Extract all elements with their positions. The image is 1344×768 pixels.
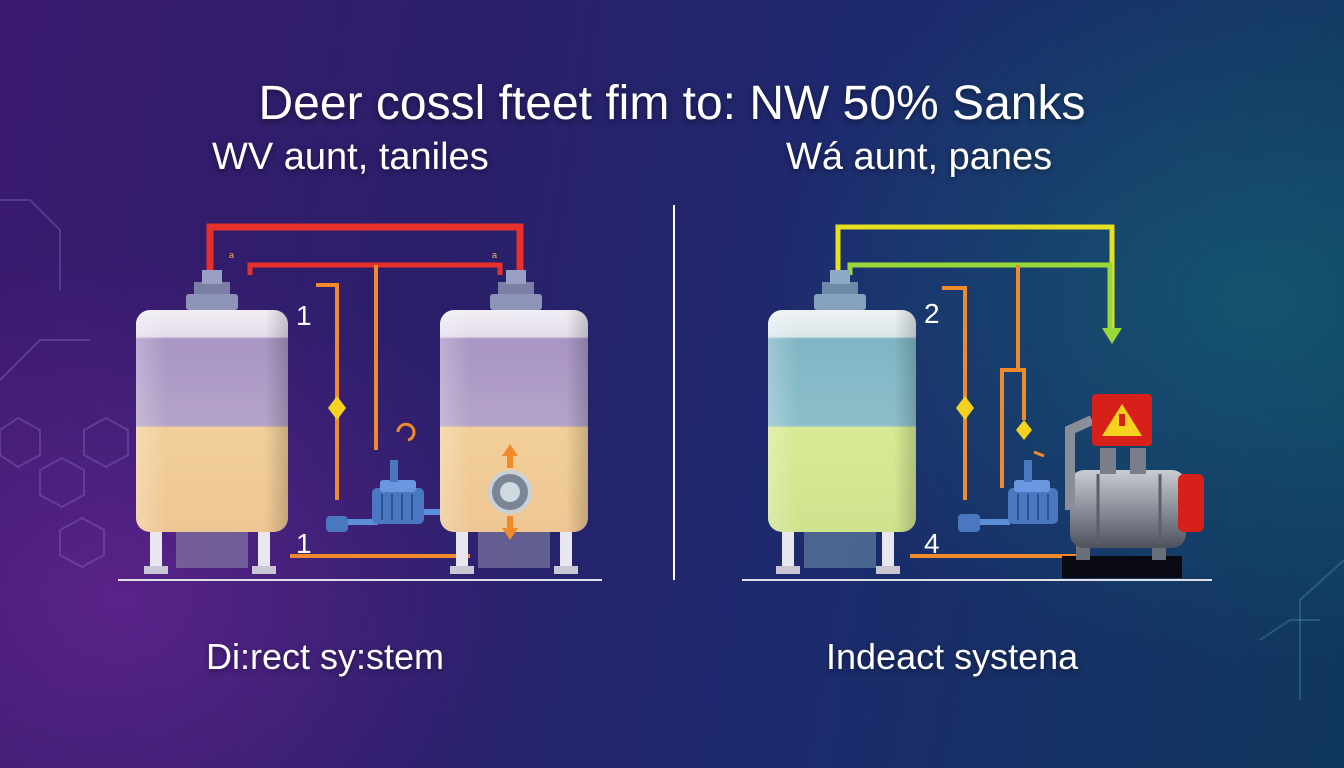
direct-system-caption: Di:rect sy:stem bbox=[206, 636, 445, 677]
step-number: 1 bbox=[296, 528, 312, 559]
flow-arrow-icon bbox=[502, 528, 518, 540]
warm-pipe-left bbox=[316, 283, 339, 500]
flow-arrow-icon bbox=[1102, 328, 1122, 344]
pump-icon bbox=[958, 450, 1058, 532]
step-number: 2 bbox=[924, 298, 940, 329]
step-number: 4 bbox=[924, 528, 940, 559]
circuit-decoration bbox=[0, 199, 129, 569]
valve-icon bbox=[1016, 420, 1032, 440]
circuit-decoration-right bbox=[1259, 559, 1344, 700]
tank-left-1 bbox=[136, 270, 288, 574]
tank-right bbox=[768, 270, 916, 574]
warm-pipe-mid bbox=[1000, 368, 1026, 488]
heater-unit bbox=[1062, 394, 1204, 578]
direct-system bbox=[136, 223, 588, 574]
left-subtitle: WV aunt, taniles bbox=[212, 136, 489, 178]
indirect-system bbox=[768, 224, 1204, 578]
indirect-system-caption: Indeact systena bbox=[826, 636, 1079, 677]
flow-arrow-icon bbox=[502, 444, 518, 456]
warm-pipe-right bbox=[942, 286, 967, 500]
pipe-label: a bbox=[492, 250, 498, 260]
right-subtitle: Wá aunt, panes bbox=[786, 136, 1053, 178]
page-title: Deer cossl fteet fim to: NW 50% Sanks bbox=[258, 77, 1086, 130]
valve-icon bbox=[328, 396, 346, 420]
pipe-label: a bbox=[229, 250, 235, 260]
hot-pipe-top bbox=[206, 223, 524, 275]
pump-icon bbox=[326, 422, 424, 532]
valve-icon bbox=[956, 396, 974, 420]
tank-inlet-fitting bbox=[194, 282, 230, 296]
step-number: 1 bbox=[296, 300, 312, 331]
tank-left-2 bbox=[440, 270, 588, 574]
